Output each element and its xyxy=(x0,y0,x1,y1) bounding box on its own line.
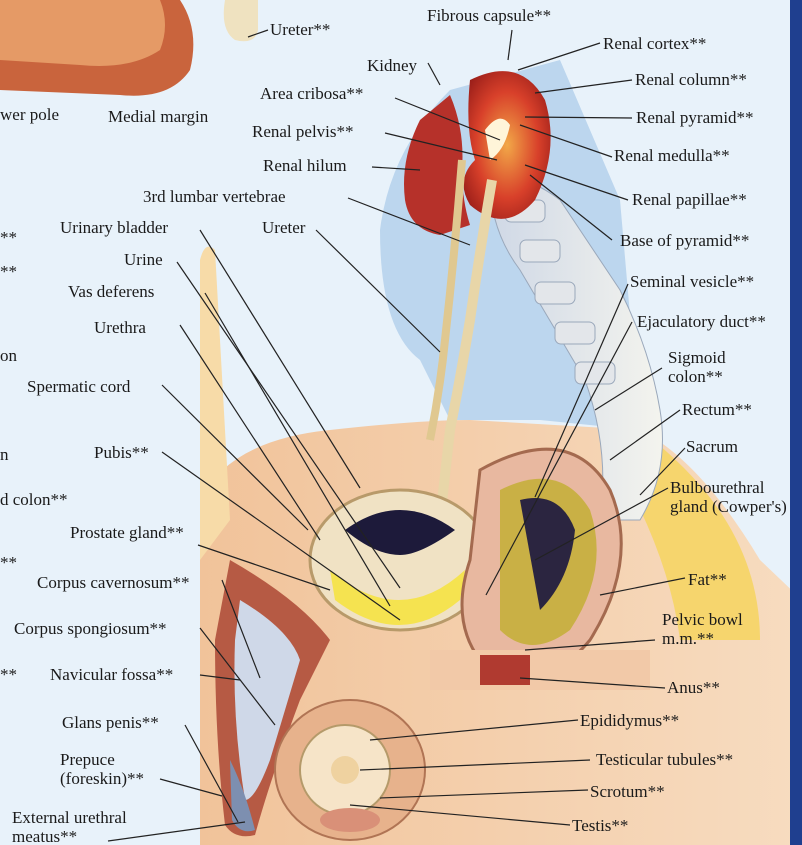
label-lumbar-vertebrae: 3rd lumbar vertebrae xyxy=(143,187,286,206)
label-renal-medulla: Renal medulla** xyxy=(614,146,730,165)
label-ejaculatory-duct: Ejaculatory duct** xyxy=(637,312,766,331)
left-fragment: ** xyxy=(0,553,17,572)
edge-bar xyxy=(790,0,802,845)
label-corpus-cavernosum: Corpus cavernosum** xyxy=(37,573,190,592)
label-bulbourethral-gland: Bulbourethral gland (Cowper's) xyxy=(670,478,795,516)
label-pelvic-bowl: Pelvic bowl m.m.** xyxy=(662,610,772,648)
label-urethra: Urethra xyxy=(94,318,146,337)
label-epididymus: Epididymus** xyxy=(580,711,679,730)
left-fragment: on xyxy=(0,346,17,365)
label-corpus-spongiosum: Corpus spongiosum** xyxy=(14,619,167,638)
label-anus: Anus** xyxy=(667,678,720,697)
label-ureter-top: Ureter** xyxy=(270,20,330,39)
label-testis: Testis** xyxy=(572,816,628,835)
label-testicular-tubules: Testicular tubules** xyxy=(596,750,733,769)
left-fragment: ** xyxy=(0,228,17,247)
label-fibrous-capsule: Fibrous capsule** xyxy=(427,6,551,25)
label-renal-column: Renal column** xyxy=(635,70,747,89)
label-spermatic-cord: Spermatic cord xyxy=(27,377,130,396)
label-kidney: Kidney xyxy=(367,56,417,75)
label-renal-papillae: Renal papillae** xyxy=(632,190,747,209)
label-urine: Urine xyxy=(124,250,163,269)
label-navicular-fossa: Navicular fossa** xyxy=(50,665,173,684)
label-fat: Fat** xyxy=(688,570,727,589)
left-fragment: d colon** xyxy=(0,490,68,509)
label-area-cribosa: Area cribosa** xyxy=(260,84,363,103)
label-prepuce: Prepuce (foreskin)** xyxy=(60,750,170,788)
label-medial-margin: Medial margin xyxy=(108,107,208,126)
label-lower-pole: wer pole xyxy=(0,105,59,124)
left-fragment: ** xyxy=(0,262,17,281)
label-sigmoid-colon: Sigmoid colon** xyxy=(668,348,748,386)
label-prostate-gland: Prostate gland** xyxy=(70,523,184,542)
label-ureter: Ureter xyxy=(262,218,305,237)
label-base-of-pyramid: Base of pyramid** xyxy=(620,231,749,250)
left-fragment: n xyxy=(0,445,9,464)
left-fragment: ** xyxy=(0,665,17,684)
label-external-urethral-meatus: External urethral meatus** xyxy=(12,808,172,845)
label-renal-pyramid: Renal pyramid** xyxy=(636,108,754,127)
label-urinary-bladder: Urinary bladder xyxy=(60,218,168,237)
label-scrotum: Scrotum** xyxy=(590,782,665,801)
label-renal-pelvis: Renal pelvis** xyxy=(252,122,354,141)
label-glans-penis: Glans penis** xyxy=(62,713,159,732)
label-seminal-vesicle: Seminal vesicle** xyxy=(630,272,754,291)
label-vas-deferens: Vas deferens xyxy=(68,282,154,301)
label-pubis: Pubis** xyxy=(94,443,149,462)
label-rectum: Rectum** xyxy=(682,400,752,419)
label-renal-hilum: Renal hilum xyxy=(263,156,347,175)
label-renal-cortex: Renal cortex** xyxy=(603,34,706,53)
label-sacrum: Sacrum xyxy=(686,437,738,456)
